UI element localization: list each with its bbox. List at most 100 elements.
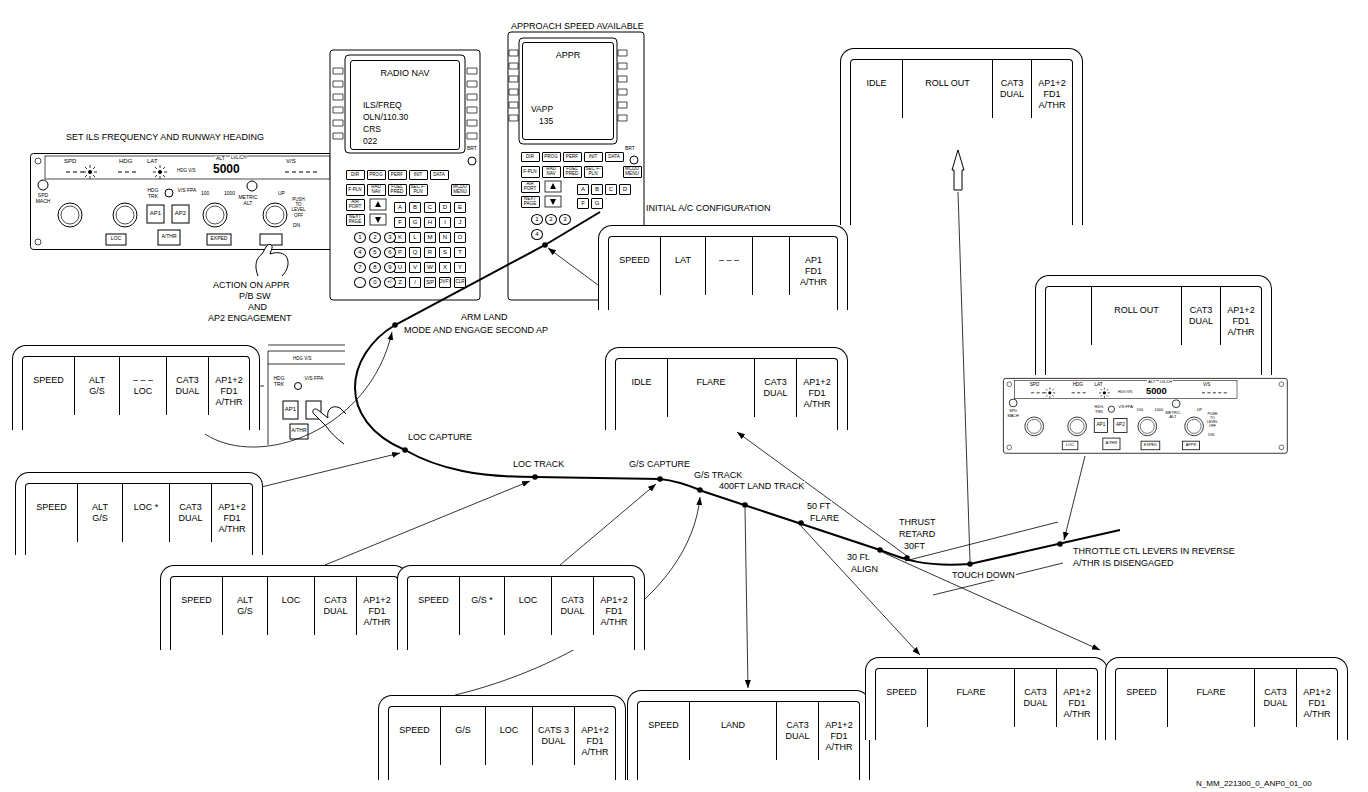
mcdu-key-label: F-PLN	[521, 166, 540, 178]
mode-text: FD1	[790, 266, 837, 277]
mcdu-key-label: 1	[531, 214, 543, 225]
mode-text: A/THR	[797, 399, 837, 410]
mode-text: DUAL	[1255, 698, 1296, 709]
mode-column: CAT3DUAL	[551, 577, 593, 635]
mode-text: ALT	[223, 595, 267, 606]
mcdu-key-label: FUEL PRED	[388, 184, 407, 196]
mode-text: AP1+2	[357, 595, 397, 606]
mode-text: DUAL	[1015, 698, 1056, 709]
fcu-label: EXPED	[1141, 443, 1160, 447]
fcu-label: LAT	[146, 158, 159, 165]
mode-text: ALT	[75, 375, 119, 386]
fcu-label: 5000	[1145, 386, 1168, 397]
annotation: TOUCH DOWN	[951, 570, 1016, 580]
mcdu-key-label: D	[619, 184, 631, 195]
mode-text: A/THR	[357, 617, 397, 628]
mode-text: FD1	[819, 731, 859, 742]
annotation: P/B SW	[238, 291, 272, 301]
mode-column: CAT3DUAL	[169, 484, 211, 542]
fcu-label: HDG TRK	[268, 376, 290, 388]
mode-column: CAT3DUAL	[754, 359, 796, 417]
mcdu-key-label: OVFY	[439, 277, 451, 288]
fcu-label: ALT	[215, 156, 226, 162]
fcu-label: SPD MACH	[1005, 409, 1022, 418]
annotation: 30FT	[903, 541, 926, 551]
annotation: LOC CAPTURE	[407, 432, 473, 442]
mode-text: LOC	[268, 595, 314, 606]
mcdu-key-label: N	[439, 232, 451, 243]
mcdu-key-label: 5	[369, 247, 381, 258]
mode-text: FLARE	[1168, 687, 1254, 698]
mcdu-key-label: C	[424, 202, 436, 213]
annotation: RETARD	[898, 529, 936, 539]
annotation: N_MM_221300_0_ANP0_01_00	[1195, 779, 1313, 788]
mode-column: SPEED	[876, 669, 927, 727]
mode-column	[752, 237, 789, 295]
mode-text: FD1	[1297, 698, 1337, 709]
fma-display: SPEEDALTG/S– – –LOCCAT3DUALAP1+2FD1A/THR	[12, 345, 260, 430]
mode-column: SPEED	[408, 577, 459, 635]
annotation: ACTION ON APPR	[212, 280, 291, 290]
mode-column: SPEED	[389, 707, 440, 765]
mode-text: – – –	[706, 255, 752, 266]
mode-text: LOC	[505, 595, 551, 606]
mode-text: LOC	[486, 725, 532, 736]
mcdu-key-label: 9	[384, 262, 396, 273]
mode-column: ROLL OUT	[902, 60, 992, 118]
mcdu-key-label: H	[424, 217, 436, 228]
mode-text: SPEED	[1116, 687, 1167, 698]
mode-text: FLARE	[928, 687, 1014, 698]
annotation: APPROACH SPEED AVAILABLE	[510, 21, 645, 31]
mode-column: G/S *	[459, 577, 504, 635]
screen-text: VAPP	[531, 105, 553, 114]
mcdu-key-label: 6	[384, 247, 396, 258]
mode-text: AP1+2	[1297, 687, 1337, 698]
fcu-label: A/THR	[158, 234, 180, 240]
annotation: G/S TRACK	[693, 470, 743, 480]
screen-text: RADIO NAV	[351, 69, 459, 79]
mode-column: LOC *	[122, 484, 169, 542]
mode-column	[1046, 287, 1091, 345]
mode-text: AP1+2	[797, 377, 837, 388]
mode-text: FD1	[797, 388, 837, 399]
mode-column: AP1+2FD1A/THR	[574, 707, 615, 765]
mcdu-key-label: F	[577, 198, 589, 209]
mode-column: SPEED	[1116, 669, 1167, 727]
fcu-label: AP2	[1114, 422, 1127, 427]
mode-column: CAT3DUAL	[166, 357, 208, 415]
mode-text: CAT3	[1182, 305, 1220, 316]
fcu-label: LVL/CH	[1159, 380, 1173, 384]
annotation: BRT	[466, 146, 478, 152]
mode-column: AP1+2FD1A/THR	[1296, 669, 1337, 727]
fcu-label: V/S FPA	[176, 188, 198, 194]
mcdu-key-label: 8	[369, 262, 381, 273]
fma-display: SPEEDLAT– – –AP1FD1A/THR	[598, 225, 848, 310]
mode-text: CAT3	[755, 377, 796, 388]
fma-frame: IDLEROLL OUTCAT3DUALAP1+2FD1A/THR	[850, 59, 1073, 225]
mode-text: A/THR	[790, 277, 837, 288]
mcdu-key-label: D	[439, 202, 451, 213]
mode-text: G/S	[441, 725, 485, 736]
mode-text: FLARE	[668, 377, 754, 388]
fcu-label: ALT	[1147, 380, 1156, 384]
screen-text: 135	[539, 117, 553, 126]
mode-column: AP1+2FD1A/THR	[208, 357, 249, 415]
fma-frame: SPEEDG/SLOCCATS 3DUALAP1+2FD1A/THR	[388, 706, 616, 780]
mode-text: A/THR	[594, 617, 634, 628]
fcu-label: PUSH TO LEVEL OFF	[290, 197, 307, 218]
mode-column: FLARE	[1167, 669, 1254, 727]
mode-column: LAND	[689, 702, 776, 760]
fma-columns: SPEEDFLARECAT3DUALAP1+2FD1A/THR	[876, 669, 1097, 727]
annotation: ARM LAND	[460, 312, 509, 322]
fma-display: SPEEDFLARECAT3DUALAP1+2FD1A/THR	[1105, 657, 1348, 740]
fma-frame: SPEEDLANDCAT3DUALAP1+2FD1A/THR	[637, 701, 860, 780]
fma-frame: SPEEDALTG/SLOCCAT3DUALAP1+2FD1A/THR	[170, 576, 398, 650]
fma-frame: SPEEDFLARECAT3DUALAP1+2FD1A/THR	[1115, 668, 1338, 740]
screen-text: ILS/FREQ	[363, 101, 402, 110]
mode-text: AP1+2	[1057, 687, 1097, 698]
mode-text: A/THR	[212, 524, 252, 535]
mcdu-key-label: 7	[354, 262, 366, 273]
mode-text: SPEED	[638, 720, 689, 731]
mcdu-key-label: G	[591, 198, 603, 209]
fcu-label: DN	[1207, 433, 1215, 437]
